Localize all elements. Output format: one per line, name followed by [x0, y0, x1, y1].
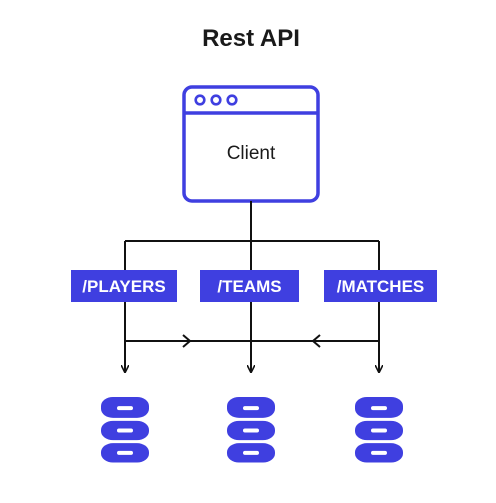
endpoint-matches: /MATCHES [324, 270, 437, 302]
endpoint-players: /PLAYERS [71, 270, 177, 302]
database-disk-stripe [243, 406, 259, 411]
client-label: Client [227, 143, 276, 164]
database-disk-stripe [371, 428, 387, 433]
window-dot-icon [226, 94, 238, 106]
database-icon [227, 397, 275, 463]
diagram-title: Rest API [202, 25, 300, 52]
database-disk-stripe [117, 428, 133, 433]
window-dot-icon [210, 94, 222, 106]
endpoint-label: /PLAYERS [82, 277, 165, 296]
window-dot-icon [194, 94, 206, 106]
databases [101, 397, 403, 463]
endpoint-teams: /TEAMS [200, 270, 299, 302]
endpoint-box [324, 270, 437, 302]
database-icon [101, 397, 149, 463]
client-connectors [124, 201, 380, 270]
database-disk-stripe [371, 406, 387, 411]
client-window: Client [182, 85, 320, 203]
endpoint-label: /MATCHES [337, 277, 425, 296]
database-icon [355, 397, 403, 463]
database-disk-stripe [371, 450, 387, 455]
database-disk-stripe [117, 406, 133, 411]
database-disk-stripe [117, 450, 133, 455]
arrow-left-icon [311, 334, 321, 348]
database-connectors [125, 302, 379, 372]
arrow-right-icon [182, 334, 192, 348]
endpoint-label: /TEAMS [217, 277, 281, 296]
endpoint-box [200, 270, 299, 302]
endpoint-box [71, 270, 177, 302]
database-disk-stripe [243, 450, 259, 455]
database-disk-stripe [243, 428, 259, 433]
